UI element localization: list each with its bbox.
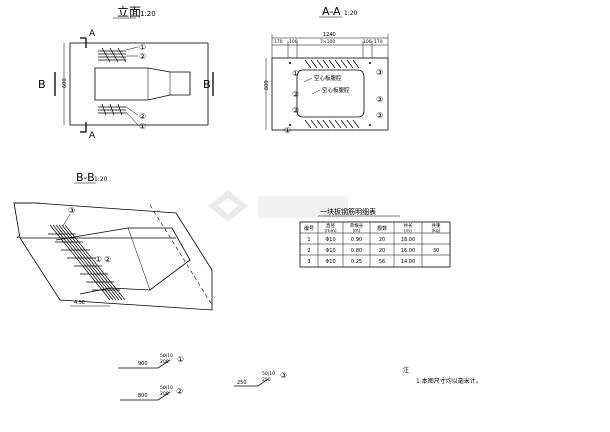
rebar-table-cell: 0.80	[351, 248, 362, 254]
rebar-table-cell: 16.00	[401, 248, 415, 254]
rebar-table-header-cell: 根数	[377, 225, 387, 232]
section-bb-rebars	[48, 224, 126, 301]
section-aa-mark-1: ①	[292, 69, 299, 78]
bar-shape-3-mark: ③	[280, 371, 287, 380]
elevation-mark-2b: ②	[139, 112, 146, 121]
elevation-mark-1: ①	[139, 43, 146, 52]
bar-shape-1-mark: ①	[177, 355, 184, 364]
bar-shape-2-mark: ②	[176, 387, 183, 396]
elevation-cut-b-right: B	[203, 78, 211, 91]
section-aa-rebars-top	[304, 59, 360, 69]
section-aa-longitudinal-bars	[289, 62, 371, 126]
bar-shape-1-length: 900	[138, 361, 148, 367]
rebar-table-cell: Φ10	[325, 237, 335, 243]
rebar-table-header: 编号直径(mm)单根长(m)根数共长(m)共重(kg)	[304, 222, 441, 234]
rebar-table-header-cell: (kg)	[432, 228, 441, 234]
section-bb-dim: 4.5E	[74, 300, 85, 306]
elevation-height-dim: 600	[62, 78, 68, 88]
rebar-table-cell: 2	[307, 248, 310, 254]
elevation-cut-a-top: A	[89, 29, 96, 39]
elevation-scale: 1:20	[140, 10, 156, 18]
rebar-table-cell: 20	[379, 248, 385, 254]
section-aa-mark-1b: ①	[284, 126, 291, 135]
section-aa-mark-2: ②	[292, 90, 299, 99]
section-bb-scale: 1:20	[94, 176, 108, 183]
section-aa-mark-3b: ③	[376, 95, 383, 104]
section-bb-mark-3: ③	[68, 206, 75, 215]
section-aa-mark-2b: ②	[292, 106, 299, 115]
elevation-cut-a-bottom: A	[89, 131, 96, 141]
elevation-mark-1b: ①	[139, 122, 146, 131]
rebar-table-cell: 30	[433, 248, 439, 254]
elevation-rebars-top	[98, 47, 127, 63]
section-bb-corner-mark: ↙	[16, 233, 21, 240]
section-aa-fill-label-1: 空心板腹腔	[314, 74, 342, 82]
rebar-table-cell: 14.00	[401, 259, 415, 265]
rebar-table-header-cell: (m)	[353, 228, 361, 234]
section-aa-rebars-bottom	[304, 119, 360, 129]
rebar-table-cell: 1	[307, 237, 310, 243]
bar-shape-3-note-bot: 250	[262, 377, 271, 383]
rebar-table-cell: 20	[379, 237, 385, 243]
bar-shape-2-note-bot: 200	[160, 391, 169, 397]
bar-shape-1-note-bot: 200	[160, 359, 169, 365]
bar-shapes: 900 50|10 200 ① 800 50|10 200 ② 250 50|1…	[118, 353, 287, 401]
section-bb-mark-2: ②	[104, 255, 111, 264]
elevation-view: 立面 1:20 A	[38, 4, 214, 141]
section-aa-scale: 1:20	[344, 10, 358, 17]
section-bb-view: B-B 1:20 ↙	[13, 171, 213, 311]
rebar-table-header-cell: 共重	[432, 222, 441, 229]
bar-shape-3-note-top: 50|10	[262, 371, 275, 377]
bar-shape-2-length: 800	[138, 393, 148, 399]
elevation-rebars-bottom	[98, 103, 126, 116]
elevation-title: 立面	[117, 4, 141, 19]
section-aa-height-dim: 600	[264, 80, 270, 90]
rebar-table-cell: 0.90	[351, 237, 362, 243]
rebar-table-cell: Φ10	[325, 248, 335, 254]
elevation-cut-b-left: B	[38, 78, 46, 91]
section-aa-dim-2: 100	[289, 39, 298, 45]
rebar-table-cell: Φ10	[325, 259, 335, 265]
elevation-mark-2: ②	[139, 52, 146, 61]
rebar-table-title: 一块板钢筋明细表	[320, 207, 376, 216]
section-aa-mark-3c: ③	[376, 111, 383, 120]
bar-shape-1-note-top: 50|10	[160, 353, 173, 359]
section-aa-view: A-A 1:20 1240 170 100 7×100 100 170	[264, 5, 389, 135]
rebar-table-cell: 56	[379, 259, 385, 265]
rebar-table-header-cell: (mm)	[324, 228, 337, 234]
section-aa-title: A-A	[322, 5, 341, 18]
bar-shape-3-length: 250	[237, 380, 247, 386]
section-aa-total-width: 1240	[323, 32, 336, 38]
section-aa-mark-3: ③	[376, 68, 383, 77]
rebar-table-header-cell: (m)	[404, 228, 412, 234]
section-aa-dim-5: 170	[374, 39, 383, 45]
section-bb-mark-1: ①	[95, 255, 102, 264]
rebar-table-header-cell: 编号	[304, 225, 314, 232]
section-aa-dim-4: 100	[363, 39, 372, 45]
rebar-table-header-cell: 直径	[326, 222, 335, 229]
rebar-table-cell: 3	[307, 259, 310, 265]
rebar-table-header-cell: 共长	[404, 222, 413, 229]
notes-heading: 注	[403, 366, 409, 374]
rebar-table-cell: 18.00	[401, 237, 415, 243]
bar-shape-2-note-top: 50|10	[160, 385, 173, 391]
section-aa-fill-label-2: 空心板腹腔	[322, 86, 350, 94]
notes-item-1: 1.本图尺寸均以毫米计。	[416, 377, 482, 385]
rebar-table-cell: 0.25	[351, 259, 362, 265]
watermark-logo	[208, 190, 348, 222]
rebar-table-header-cell: 单根长	[350, 222, 364, 229]
notes: 注 1.本图尺寸均以毫米计。	[403, 366, 482, 385]
section-aa-dim-3: 7×100	[320, 39, 335, 45]
section-bb-title: B-B	[76, 171, 95, 184]
section-aa-dim-1: 170	[274, 39, 283, 45]
